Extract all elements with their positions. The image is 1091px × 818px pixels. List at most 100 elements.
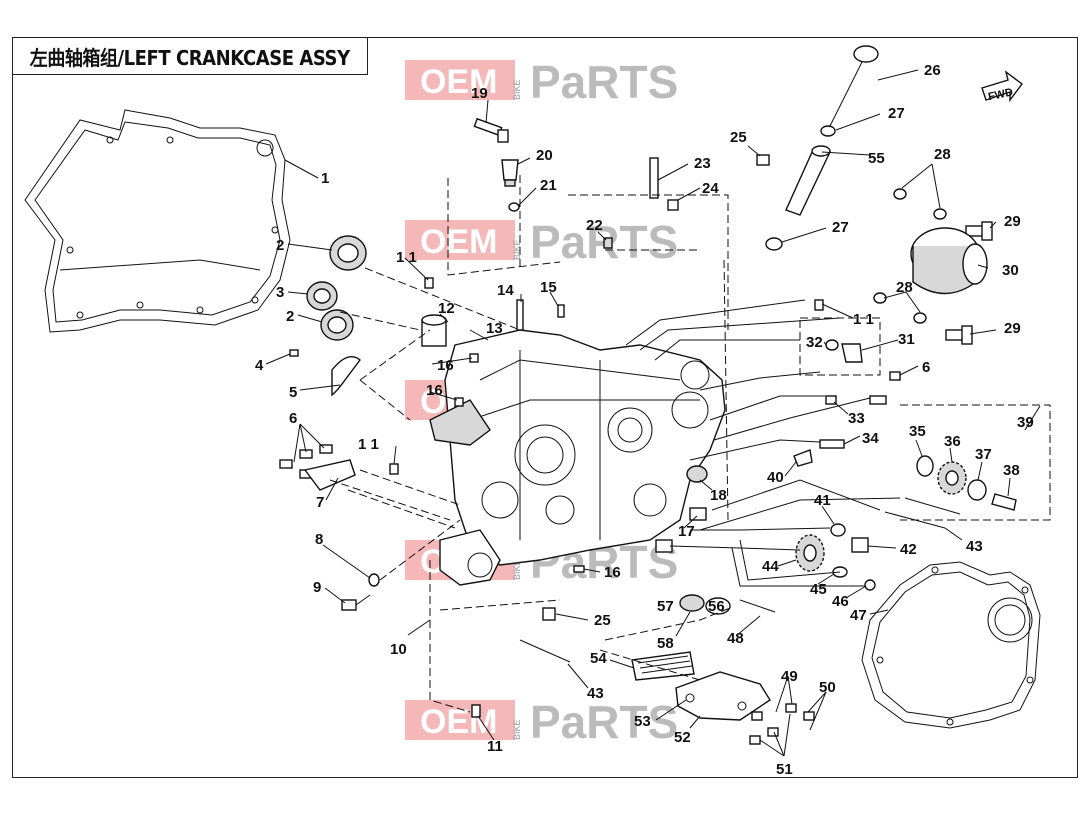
bracket-7	[303, 459, 356, 491]
plug-42	[851, 537, 869, 553]
callout-23: 23	[694, 155, 711, 172]
bolts-49-50-51	[749, 703, 815, 745]
callout-6-right: 6	[922, 359, 930, 376]
shaft-38	[991, 493, 1017, 511]
bearing-2-top	[329, 235, 367, 271]
watermark-bike-text: BIKE	[512, 719, 522, 740]
callout-17: 17	[678, 523, 695, 540]
pin-4	[289, 349, 299, 357]
fwd-label: FWD	[987, 86, 1014, 103]
plate-52	[675, 671, 771, 721]
callout-10: 10	[390, 641, 407, 658]
callout-43-right: 43	[966, 538, 983, 555]
page-title: 左曲轴箱组/LEFT CRANKCASE ASSY	[30, 45, 350, 70]
watermark-oem-bg	[405, 220, 515, 260]
diagram-frame	[12, 37, 1078, 778]
pin-15	[557, 304, 565, 318]
callout-25-top: 25	[730, 129, 747, 146]
bracket-5	[331, 356, 361, 397]
callout-43-bottom: 43	[587, 685, 604, 702]
callout-22: 22	[586, 217, 603, 234]
plug-25-top	[756, 154, 770, 166]
callout-38: 38	[1003, 462, 1020, 479]
gear-44	[795, 534, 825, 572]
callout-42: 42	[900, 541, 917, 558]
callout-33: 33	[848, 410, 865, 427]
callout-11-d: 11	[487, 738, 503, 755]
sensor-20	[501, 159, 519, 187]
callout-12: 12	[438, 300, 455, 317]
watermark-bike-text: BIKE	[512, 559, 522, 580]
bolt-24	[667, 199, 679, 211]
callout-47: 47	[850, 607, 867, 624]
bolt-19	[473, 117, 509, 143]
callout-4: 4	[255, 357, 264, 374]
callout-2-bottom: 2	[286, 308, 294, 325]
callout-41: 41	[814, 492, 831, 509]
bearing-37	[967, 479, 987, 501]
bolt-29-bottom	[945, 325, 973, 345]
callout-45: 45	[810, 581, 827, 598]
callout-27-a: 27	[888, 105, 905, 122]
washer-41	[830, 523, 846, 537]
left-crankcase-part	[429, 329, 726, 586]
callout-51: 51	[776, 761, 793, 778]
callout-52: 52	[674, 729, 691, 746]
oil-filter-30	[910, 227, 988, 295]
pin-14	[516, 299, 524, 331]
callout-28-b: 28	[896, 279, 913, 296]
callout-7: 7	[316, 494, 324, 511]
callout-28-a: 28	[934, 146, 951, 163]
oring-28-c	[873, 292, 887, 304]
clip-46	[864, 579, 876, 591]
callout-labels: 1 2 2 3 4 5 6 6 7 8 9 10 1 1 1 1 1 1 11 …	[255, 62, 1034, 778]
callout-30: 30	[1002, 262, 1019, 279]
watermark-mid1: OEM BIKE PaRTS	[405, 216, 678, 268]
watermark-bike-text: BIKE	[512, 79, 522, 100]
callout-46: 46	[832, 593, 849, 610]
dipstick-26	[827, 45, 879, 131]
watermark-oem-text: OEM	[420, 63, 497, 101]
watermark-bottom: OEM BIKE PaRTS	[405, 696, 678, 748]
callout-31: 31	[898, 331, 915, 348]
callout-39: 39	[1017, 414, 1034, 431]
leader-lines	[265, 69, 1041, 757]
dowel-33	[825, 395, 837, 405]
bearing-2-bottom	[320, 309, 354, 341]
parallel-leaders	[329, 267, 901, 587]
bushing-57	[679, 594, 705, 612]
oring-28-a	[893, 188, 907, 200]
oring-28-b	[933, 208, 947, 220]
right-gasket-part	[861, 561, 1041, 729]
oring-27-a	[820, 125, 836, 137]
bolt-48	[739, 599, 776, 613]
pin-16-b	[454, 397, 464, 407]
screen-54	[631, 651, 695, 681]
callout-53: 53	[634, 713, 651, 730]
callout-58: 58	[657, 635, 674, 652]
watermark-top: OEM BIKE PaRTS	[405, 56, 678, 108]
callout-55: 55	[868, 150, 885, 167]
watermark-oem-bg	[405, 700, 515, 740]
washer-21	[508, 202, 520, 212]
dashed-guides	[359, 175, 1051, 713]
callout-24: 24	[702, 180, 719, 197]
callout-50: 50	[819, 679, 836, 696]
strainer-23	[649, 157, 659, 199]
callout-13: 13	[486, 320, 503, 337]
oring-28-d	[913, 312, 927, 324]
pin-16-c	[573, 565, 585, 573]
callout-18: 18	[710, 487, 727, 504]
dowel-11-d	[471, 704, 481, 718]
dowel-11-a	[424, 277, 434, 289]
callout-16-a: 16	[437, 357, 454, 374]
tube-55	[785, 145, 832, 216]
watermark-oem-bg	[405, 60, 515, 100]
fwd-arrow-icon: FWD	[981, 70, 1023, 103]
callout-26: 26	[924, 62, 941, 79]
washer-35	[916, 455, 934, 477]
callout-6-left: 6	[289, 410, 297, 427]
callout-14: 14	[497, 282, 514, 299]
callout-25-bottom: 25	[594, 612, 611, 629]
